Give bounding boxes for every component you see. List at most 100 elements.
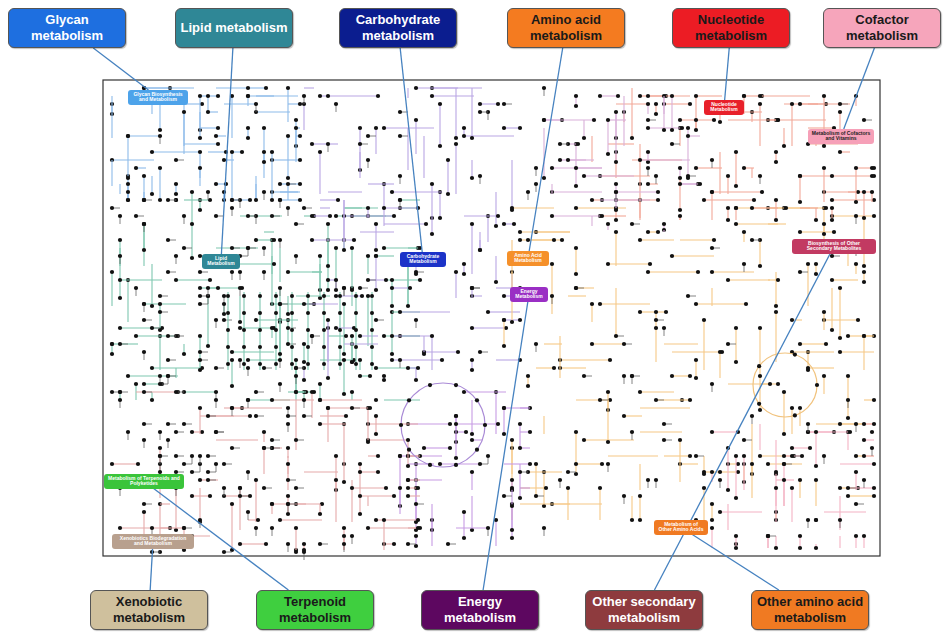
compound-dot: [374, 288, 378, 292]
compound-dot: [278, 302, 282, 306]
compound-dot: [214, 430, 218, 434]
compound-dot: [502, 344, 506, 348]
compound-dot: [806, 366, 810, 370]
compound-dot: [270, 326, 274, 330]
pathway-line: [455, 272, 456, 298]
pathway-line: [343, 304, 344, 354]
pathway-line: [191, 192, 192, 226]
compound-dot: [598, 94, 602, 98]
compound-dot: [512, 222, 516, 226]
compound-dot: [208, 494, 212, 498]
compound-dot: [670, 94, 674, 98]
pathway-line: [399, 488, 400, 514]
pathway-line: [815, 432, 816, 466]
compound-dot: [278, 182, 282, 186]
compound-dot: [262, 190, 266, 194]
pathway-line: [368, 527, 418, 528]
compound-dot: [782, 462, 786, 466]
compound-dot: [872, 462, 876, 466]
compound-dot: [534, 462, 538, 466]
compound-dot: [750, 206, 754, 210]
pathway-line: [407, 264, 408, 306]
pathway-line: [775, 488, 776, 506]
pathway-line: [280, 191, 298, 192]
compound-dot: [302, 94, 306, 98]
compound-dot: [688, 102, 692, 106]
compound-dot: [256, 518, 260, 522]
compound-dot: [534, 494, 538, 498]
pathway-line: [391, 312, 392, 354]
pathway-line: [608, 143, 634, 144]
compound-dot: [240, 150, 244, 154]
compound-dot: [574, 94, 578, 98]
compound-dot: [110, 342, 114, 346]
compound-dot: [854, 166, 858, 170]
pathway-line: [152, 367, 202, 368]
compound-dot: [118, 278, 122, 282]
compound-dot: [502, 222, 506, 226]
compound-dot: [734, 534, 738, 538]
pathway-line: [575, 248, 576, 274]
compound-dot: [574, 462, 578, 466]
compound-dot: [718, 478, 722, 482]
compound-dot: [118, 214, 122, 218]
compound-dot: [710, 470, 714, 474]
compound-dot: [174, 254, 178, 258]
compound-dot: [246, 94, 250, 98]
compound-dot: [294, 366, 298, 370]
compound-dot: [646, 102, 650, 106]
compound-dot: [174, 182, 178, 186]
compound-dot: [416, 486, 420, 490]
pathway-line: [463, 512, 464, 538]
compound-dot: [742, 438, 746, 442]
compound-dot: [854, 262, 858, 266]
compound-dot: [262, 150, 266, 154]
compound-dot: [262, 246, 266, 250]
pathway-line: [327, 320, 328, 362]
pathway-line: [328, 407, 370, 408]
compound-dot: [774, 160, 778, 164]
compound-dot: [470, 286, 474, 290]
compound-dot: [824, 206, 828, 210]
compound-dot: [814, 464, 818, 468]
pathway-line: [615, 232, 616, 266]
pathway-line: [136, 335, 178, 336]
compound-dot: [198, 136, 202, 140]
pathway-line: [640, 239, 674, 240]
compound-dot: [318, 94, 322, 98]
compound-dot: [798, 342, 802, 346]
compound-dot: [862, 118, 866, 122]
pathway-line: [759, 104, 760, 146]
compound-dot: [142, 222, 146, 226]
compound-dot: [616, 94, 620, 98]
pathway-line: [495, 392, 496, 434]
pathway-line: [231, 360, 232, 386]
compound-dot: [822, 144, 826, 148]
compound-dot: [270, 502, 274, 506]
pathway-line: [456, 423, 498, 424]
pathway-line: [200, 127, 218, 128]
compound-dot: [406, 478, 410, 482]
pathway-line: [295, 128, 296, 162]
compound-dot: [550, 214, 554, 218]
compound-dot: [710, 430, 714, 434]
compound-dot: [254, 526, 258, 530]
compound-dot: [440, 358, 444, 362]
compound-dot: [502, 318, 506, 322]
pathway-line: [719, 152, 720, 194]
pathway-line: [344, 207, 378, 208]
pathway-line: [519, 464, 520, 498]
compound-dot: [598, 302, 602, 306]
compound-dot: [830, 198, 834, 202]
compound-dot: [298, 102, 302, 106]
compound-dot: [862, 264, 866, 268]
compound-dot: [774, 470, 778, 474]
pathway-line: [424, 351, 458, 352]
compound-dot: [286, 494, 290, 498]
pathway-line: [695, 96, 696, 130]
pathway-line: [712, 271, 754, 272]
compound-dot: [470, 286, 474, 290]
compound-dot: [392, 214, 396, 218]
compound-dot: [592, 118, 596, 122]
pathway-line: [144, 87, 194, 88]
